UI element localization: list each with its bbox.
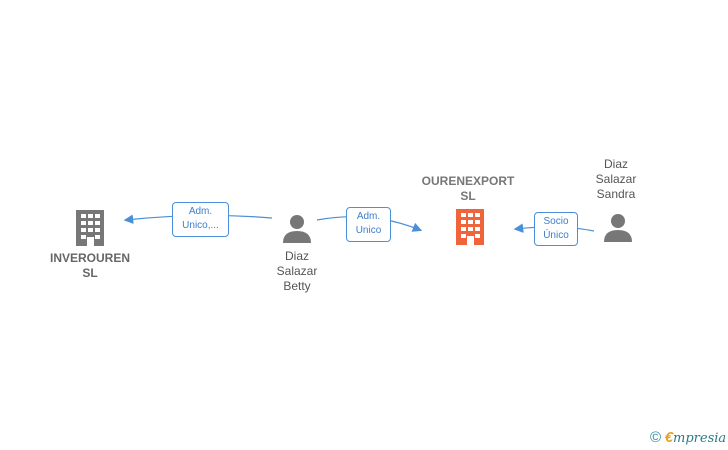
company-node-inverouren[interactable]: [74, 210, 106, 246]
edge-label-betty-ourenexport[interactable]: Adm. Unico: [346, 207, 391, 242]
company-label-inverouren[interactable]: INVEROUREN SL: [49, 251, 130, 280]
person-icon: [283, 215, 311, 243]
edge-label-sandra-ourenexport[interactable]: Socio Único: [534, 212, 578, 246]
copyright-icon: ©: [650, 429, 662, 446]
person-label-betty[interactable]: Diaz Salazar Betty: [276, 249, 318, 293]
brand-logo-mark: €: [664, 429, 674, 446]
brand-name[interactable]: mpresia: [673, 431, 727, 446]
company-label-ourenexport[interactable]: OURENEXPORT SL: [421, 174, 515, 203]
company-node-ourenexport[interactable]: [454, 209, 486, 245]
person-label-sandra[interactable]: Diaz Salazar Sandra: [595, 157, 637, 201]
person-node-betty[interactable]: [281, 213, 313, 245]
edge-label-betty-inverouren[interactable]: Adm. Unico,...: [172, 202, 229, 237]
person-icon: [604, 214, 632, 242]
footer-brand: © €mpresia: [650, 429, 726, 446]
building-icon: [456, 209, 484, 245]
building-icon: [76, 210, 104, 246]
person-node-sandra[interactable]: [602, 212, 634, 244]
